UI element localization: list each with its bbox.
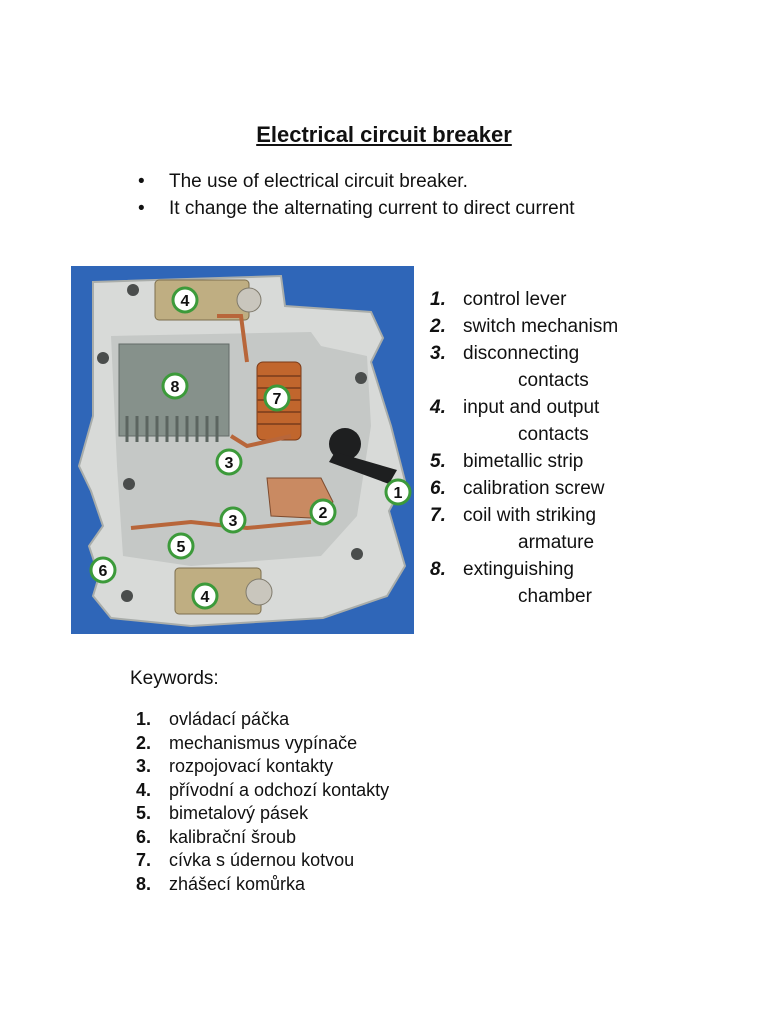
keyword-item: 3. rozpojovací kontakty <box>136 755 389 779</box>
keyword-number: 8. <box>136 873 152 894</box>
marker-6: 6 <box>89 556 117 584</box>
circuit-breaker-photo: 4 8 7 3 1 2 3 5 6 4 <box>71 266 414 634</box>
keyword-number: 1. <box>136 709 152 729</box>
legend-number: 6. <box>430 478 446 499</box>
keyword-item: 5. bimetalový pásek <box>136 802 389 826</box>
legend-number: 2. <box>430 316 446 337</box>
marker-3-upper: 3 <box>215 448 243 476</box>
legend-item: 6. calibration screw <box>430 475 750 502</box>
legend-item: 4. input and output <box>430 394 750 421</box>
keyword-text: kalibrační šroub <box>169 826 297 847</box>
keywords-list: 1.ovládací páčka 2.mechanismus vypínače … <box>136 708 389 896</box>
legend-item: 2. switch mechanism <box>430 313 750 340</box>
keyword-item: 1. ovládací páčka <box>136 708 389 732</box>
legend-number: 8. <box>430 559 446 580</box>
legend-number: 3. <box>430 343 446 364</box>
legend-label: disconnecting <box>463 343 580 364</box>
legend-label: extinguishing <box>463 559 574 580</box>
keyword-item: 4. přívodní a odchozí kontakty <box>136 779 389 803</box>
marker-label: 4 <box>201 589 210 606</box>
legend-continuation: contacts <box>518 370 589 391</box>
marker-label: 8 <box>171 379 180 396</box>
marker-1: 1 <box>384 478 412 506</box>
bullet-icon: • <box>138 171 145 192</box>
legend-continuation: chamber <box>518 586 592 607</box>
marker-2: 2 <box>309 498 337 526</box>
intro-bullet: • The use of electrical circuit breaker. <box>136 168 576 195</box>
keyword-item: 8. zhášecí komůrka <box>136 873 389 897</box>
keyword-text: ovládací páčka <box>169 709 290 729</box>
legend-item: 8. extinguishing <box>430 556 750 583</box>
legend-number: 4. <box>430 397 446 418</box>
legend-item: 5. bimetallic strip <box>430 448 750 475</box>
legend-number: 1. <box>430 289 446 310</box>
marker-7: 7 <box>263 384 291 412</box>
legend-label: coil with striking <box>463 505 597 526</box>
marker-label: 7 <box>273 391 282 408</box>
keyword-text: bimetalový pásek <box>169 803 309 823</box>
marker-4-top: 4 <box>171 286 199 314</box>
keyword-text: rozpojovací kontakty <box>169 756 334 776</box>
parts-legend: 1. control lever 2. switch mechanism 3. dis… <box>430 286 750 610</box>
legend-label: calibration screw <box>463 478 605 499</box>
marker-3-lower: 3 <box>219 506 247 534</box>
bullet-icon: • <box>138 198 145 219</box>
legend-continuation: armature <box>518 532 595 553</box>
intro-bullet: • It change the alternating current to d… <box>136 195 576 222</box>
legend-label: control lever <box>463 289 567 310</box>
keyword-item: 6. kalibrační šroub <box>136 826 389 850</box>
keyword-number: 2. <box>136 732 152 753</box>
bullet-text: The use of electrical circuit breaker. <box>169 171 468 192</box>
keyword-number: 4. <box>136 779 152 800</box>
legend-label: bimetallic strip <box>463 451 584 472</box>
keyword-text: cívka s údernou kotvou <box>169 850 355 870</box>
keyword-number: 3. <box>136 756 152 776</box>
marker-label: 1 <box>394 485 403 502</box>
page-title: Electrical circuit breaker <box>256 122 512 147</box>
legend-number: 5. <box>430 451 446 472</box>
bullet-text: It change the alternating current to dir… <box>169 198 575 219</box>
keyword-number: 6. <box>136 826 152 847</box>
legend-number: 7. <box>430 505 446 526</box>
keyword-item: 2. mechanismus vypínače <box>136 732 389 756</box>
marker-label: 3 <box>229 513 238 530</box>
keyword-item: 7. cívka s údernou kotvou <box>136 849 389 873</box>
legend-continuation: contacts <box>518 424 589 445</box>
legend-item: 7. coil with striking <box>430 502 750 529</box>
marker-8: 8 <box>161 372 189 400</box>
legend-label: switch mechanism <box>463 316 619 337</box>
marker-label: 2 <box>319 505 328 522</box>
keywords-heading: Keywords: <box>130 668 219 689</box>
marker-4-bottom: 4 <box>191 582 219 610</box>
marker-5: 5 <box>167 532 195 560</box>
keyword-text: přívodní a odchozí kontakty <box>169 779 390 800</box>
legend-label: input and output <box>463 397 600 418</box>
keyword-text: zhášecí komůrka <box>169 873 306 894</box>
keyword-text: mechanismus vypínače <box>169 732 358 753</box>
keyword-number: 7. <box>136 850 152 870</box>
keyword-number: 5. <box>136 803 152 823</box>
marker-label: 5 <box>177 539 186 556</box>
marker-label: 6 <box>99 563 108 580</box>
intro-bullet-list: • The use of electrical circuit breaker.… <box>136 168 576 222</box>
legend-item: 3. disconnecting <box>430 340 750 367</box>
marker-label: 4 <box>181 293 190 310</box>
legend-item: 1. control lever <box>430 286 750 313</box>
marker-label: 3 <box>225 455 234 472</box>
